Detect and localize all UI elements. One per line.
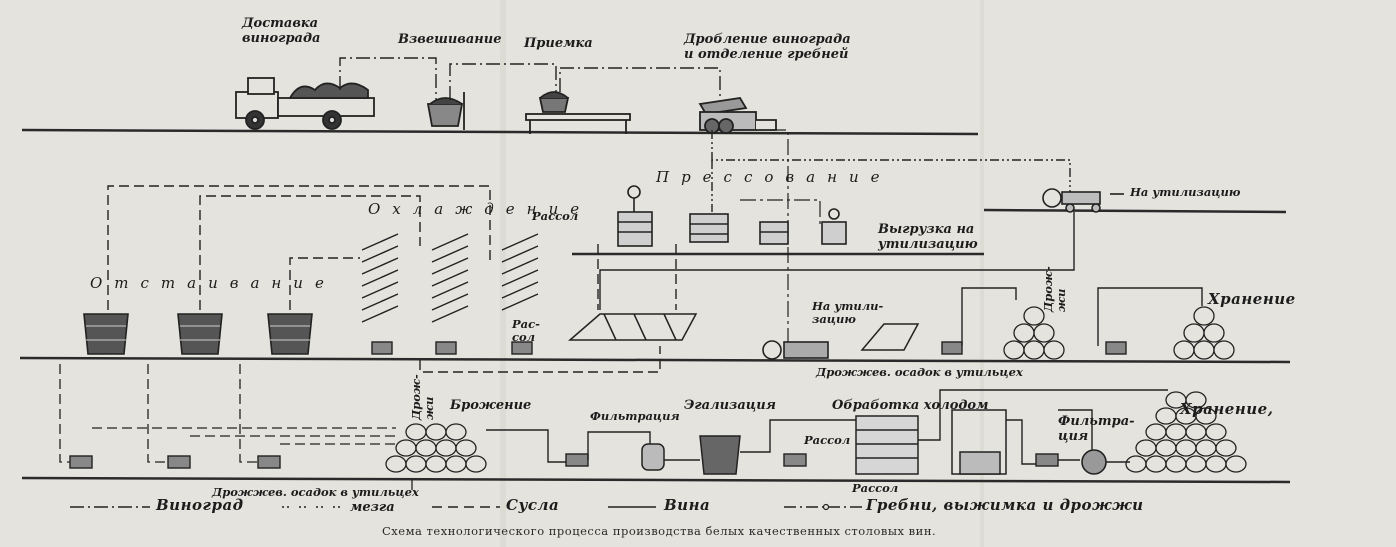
wine-lines — [599, 212, 1203, 346]
pomace-lines — [711, 130, 1071, 212]
filtration-unit — [1081, 449, 1107, 475]
label-yeast-sediment-top: Дрожжев. осадок в утильцех — [816, 365, 1023, 379]
bottom-must-lines — [59, 364, 413, 492]
label-storage-top: Хранение — [1208, 290, 1296, 308]
centrifuge-icon — [762, 340, 829, 360]
label-filtration: Фильтрация — [590, 409, 680, 423]
label-to-disposal: На утилизацию — [1130, 185, 1241, 199]
settling-tank-hoops — [86, 325, 310, 341]
settling-tanks — [83, 313, 313, 355]
label-grape-delivery: Доставка винограда — [242, 16, 321, 46]
figure-caption: Схема технологического процесса производ… — [382, 524, 937, 538]
legend-must: Сусла — [506, 496, 560, 514]
legend-stems: Гребни, выжимка и дрожжи — [866, 496, 1144, 514]
cold-treatment-unit — [855, 409, 1007, 475]
label-to-disposal-small: На утили- зацию — [812, 299, 884, 326]
floor-lines — [19, 128, 1291, 484]
fermentation-barrels — [385, 423, 487, 473]
egalization-tank — [699, 435, 741, 475]
label-brine-top: Рассол — [532, 209, 579, 223]
label-brine-bottom: Рассол — [852, 481, 899, 495]
label-unload-disposal: Выгрузка на утилизацию — [878, 222, 978, 252]
storage-barrels — [1125, 391, 1247, 473]
truck-icon — [235, 77, 375, 130]
label-weighing: Взвешивание — [398, 32, 502, 47]
label-cooling: Охлаждение — [368, 200, 592, 218]
receiving-hopper-icon — [525, 91, 631, 134]
stems-lines — [740, 129, 821, 350]
label-yeast-sediment-bottom: Дрожжев. осадок в утильцех — [212, 485, 419, 499]
coolers — [361, 233, 539, 323]
label-egalization: Эгализация — [684, 398, 777, 413]
legend-wine: Вина — [664, 496, 711, 514]
press-group — [617, 185, 847, 247]
label-filtration2: Фильтра- ция — [1058, 414, 1135, 444]
label-storage-bottom: Хранение, — [1180, 400, 1274, 418]
pumps-row — [371, 341, 1127, 355]
weighing-scale-icon — [426, 92, 465, 130]
settling-hoppers — [567, 313, 920, 351]
label-cold-treatment: Обработка холодом — [832, 398, 989, 413]
legend-pomace: мезга — [350, 500, 395, 515]
must-lines — [107, 185, 677, 373]
grape-lines — [339, 57, 721, 100]
barrel-stacks — [1003, 306, 1235, 360]
label-settling: Отстаивание — [90, 274, 336, 292]
label-yeast-mid: Дрож- жи — [409, 374, 436, 420]
legend-samples — [70, 503, 862, 511]
disposal-cart-icon — [1042, 188, 1124, 213]
crusher-destemmer-icon — [698, 97, 777, 134]
label-fermentation: Брожение — [450, 398, 532, 413]
bottom-wine-lines — [486, 389, 1168, 465]
label-crushing: Дробление винограда и отделение гребней — [684, 32, 851, 62]
label-yeast-top: Дрож- жи — [1041, 266, 1068, 312]
label-pressing: Прессование — [656, 168, 892, 186]
filter-icon — [641, 443, 665, 471]
label-receiving: Приемка — [524, 36, 593, 51]
label-brine-side: Рас- сол — [512, 317, 540, 344]
legend-grapes: Виноград — [156, 496, 244, 514]
label-brine-mid: Рассол — [804, 433, 851, 447]
